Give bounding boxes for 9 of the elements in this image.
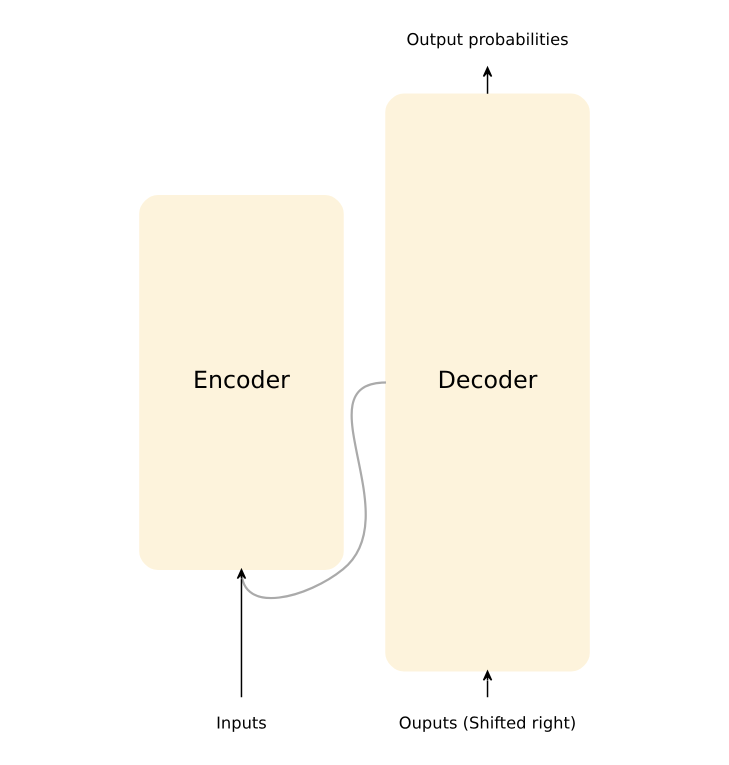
arrow [236, 568, 246, 698]
connector [240, 381, 386, 600]
node-text: Output probabilities [406, 30, 569, 49]
node-text: Ouputs (Shifted right) [398, 713, 576, 732]
node-box: Encoder [139, 194, 344, 570]
arrow [482, 670, 492, 698]
node-text: Inputs [216, 713, 267, 732]
arrow [482, 66, 492, 94]
node-box: Decoder [385, 93, 590, 672]
